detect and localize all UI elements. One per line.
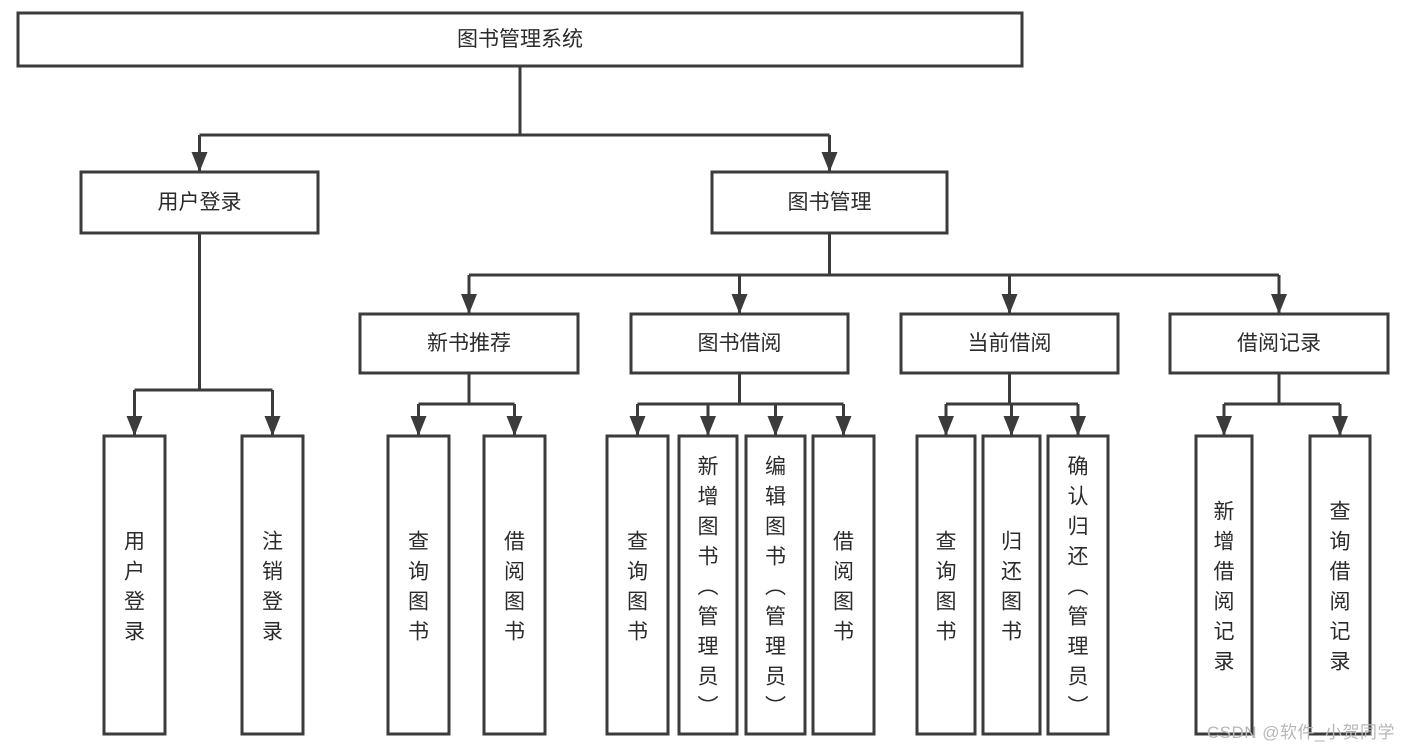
- node-label: 当前借阅: [968, 332, 1052, 355]
- node-label: 借阅记录: [1237, 332, 1321, 355]
- node-label: 新书推荐: [427, 332, 511, 355]
- node-box: [629, 312, 850, 375]
- node-label: 归还图书: [1001, 530, 1022, 643]
- node-box: [677, 434, 739, 736]
- node-box: [899, 312, 1120, 375]
- node-l2-book-manage[interactable]: 图书管理: [710, 170, 949, 235]
- node-leaf-new-query[interactable]: 查询图书: [386, 434, 451, 736]
- node-box: [482, 434, 547, 736]
- node-box: [1046, 434, 1110, 736]
- node-label: 用户登录: [124, 530, 145, 643]
- node-box: [744, 434, 807, 736]
- node-label: 注销登录: [262, 530, 283, 643]
- node-l3-new-book[interactable]: 新书推荐: [358, 312, 580, 375]
- node-box: [79, 170, 320, 235]
- node-box: [16, 11, 1024, 68]
- node-label: 查询图书: [936, 530, 957, 643]
- node-label: 新增图书︵管理员︶: [698, 455, 719, 718]
- node-l3-records[interactable]: 借阅记录: [1168, 312, 1390, 375]
- node-label: 图书借阅: [698, 332, 782, 355]
- node-leaf-c-confirm[interactable]: 确认归还︵管理员︶: [1046, 434, 1110, 736]
- node-box: [915, 434, 977, 736]
- node-leaf-b-edit[interactable]: 编辑图书︵管理员︶: [744, 434, 807, 736]
- node-l2-user-login[interactable]: 用户登录: [79, 170, 320, 235]
- node-box: [102, 434, 167, 736]
- node-leaf-c-query[interactable]: 查询图书: [915, 434, 977, 736]
- node-box: [981, 434, 1042, 736]
- node-leaf-user-logout[interactable]: 注销登录: [240, 434, 305, 736]
- node-layer: 图书管理系统用户登录图书管理新书推荐图书借阅当前借阅借阅记录用户登录注销登录查询…: [16, 11, 1390, 736]
- node-label: 借阅图书: [504, 530, 525, 643]
- node-leaf-new-borrow[interactable]: 借阅图书: [482, 434, 547, 736]
- node-label: 借阅图书: [833, 530, 854, 643]
- node-label: 新增借阅记录: [1214, 500, 1235, 673]
- node-box: [240, 434, 305, 736]
- node-box: [605, 434, 670, 736]
- node-label: 编辑图书︵管理员︶: [765, 455, 786, 718]
- node-label: 图书管理系统: [457, 28, 583, 51]
- node-box: [710, 170, 949, 235]
- node-l3-current[interactable]: 当前借阅: [899, 312, 1120, 375]
- node-leaf-b-borrow[interactable]: 借阅图书: [811, 434, 876, 736]
- node-label: 查询图书: [408, 530, 429, 643]
- connector-layer: [126, 66, 1348, 436]
- node-label: 查询借阅记录: [1330, 500, 1351, 673]
- node-box: [1194, 434, 1254, 736]
- node-box: [811, 434, 876, 736]
- node-l3-borrow[interactable]: 图书借阅: [629, 312, 850, 375]
- node-label: 用户登录: [158, 191, 242, 214]
- node-leaf-b-query[interactable]: 查询图书: [605, 434, 670, 736]
- node-leaf-r-query[interactable]: 查询借阅记录: [1308, 434, 1372, 736]
- node-box: [1168, 312, 1390, 375]
- node-leaf-b-add[interactable]: 新增图书︵管理员︶: [677, 434, 739, 736]
- node-leaf-c-return[interactable]: 归还图书: [981, 434, 1042, 736]
- node-leaf-user-login[interactable]: 用户登录: [102, 434, 167, 736]
- node-box: [1308, 434, 1372, 736]
- node-label: 确认归还︵管理员︶: [1068, 455, 1089, 718]
- node-box: [386, 434, 451, 736]
- node-root[interactable]: 图书管理系统: [16, 11, 1024, 68]
- node-leaf-r-add[interactable]: 新增借阅记录: [1194, 434, 1254, 736]
- node-box: [358, 312, 580, 375]
- node-label: 图书管理: [788, 191, 872, 214]
- node-label: 查询图书: [627, 530, 648, 643]
